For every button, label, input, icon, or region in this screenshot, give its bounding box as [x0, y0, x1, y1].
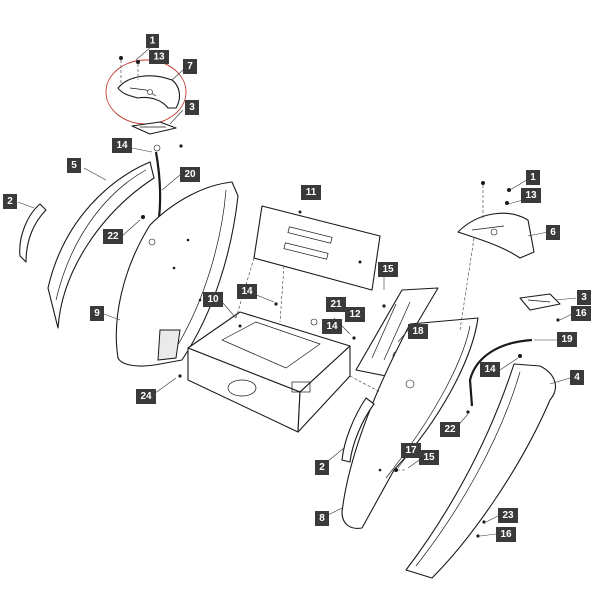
callout-16b-label: 16 — [500, 529, 512, 540]
part-cover-7 — [105, 59, 187, 125]
callout-1b: 1 — [526, 170, 540, 185]
callout-11: 11 — [301, 185, 321, 200]
callout-6: 6 — [546, 225, 560, 240]
callout-20: 20 — [180, 167, 200, 182]
callout-18: 18 — [408, 324, 428, 339]
callout-10: 10 — [203, 292, 223, 307]
callout-15a: 15 — [378, 262, 398, 277]
part-bracket-3b — [519, 293, 561, 311]
callout-15a-label: 15 — [382, 264, 394, 275]
callout-6-label: 6 — [550, 227, 556, 238]
part-cable-19 — [468, 338, 533, 407]
callout-13a-label: 13 — [153, 52, 165, 63]
callout-23-label: 23 — [502, 510, 514, 521]
callout-17-label: 17 — [405, 445, 417, 456]
callout-2a-label: 2 — [7, 196, 13, 207]
callout-13a: 13 — [149, 50, 169, 64]
fasteners-top-left — [119, 56, 183, 152]
callout-3b-label: 3 — [581, 292, 587, 303]
callout-9: 9 — [90, 306, 104, 321]
callout-11-label: 11 — [306, 187, 317, 198]
callout-9-label: 9 — [94, 308, 100, 319]
callout-8-label: 8 — [319, 513, 325, 524]
callout-22b-label: 22 — [444, 424, 456, 435]
callout-20-label: 20 — [184, 169, 196, 180]
callout-14a: 14 — [112, 138, 132, 153]
part-trim-5 — [47, 161, 155, 329]
callout-19-label: 19 — [561, 334, 573, 345]
callout-14a-label: 14 — [116, 140, 128, 151]
callout-4: 4 — [570, 370, 584, 385]
callout-22a-label: 22 — [107, 231, 119, 242]
callout-3a-label: 3 — [189, 102, 195, 113]
fastener-14d — [518, 354, 522, 358]
callout-16b: 16 — [496, 527, 516, 542]
callout-14c: 14 — [322, 319, 342, 334]
callout-12-label: 12 — [349, 309, 361, 320]
callout-13b: 13 — [521, 188, 541, 203]
callout-14d: 14 — [480, 362, 500, 377]
part-trim-4 — [405, 363, 556, 579]
callout-14d-label: 14 — [484, 364, 496, 375]
callout-3a: 3 — [185, 100, 199, 115]
callout-5-label: 5 — [71, 160, 77, 171]
callout-22a: 22 — [103, 229, 123, 244]
callout-1a-label: 1 — [150, 36, 156, 47]
part-fender-8 — [341, 317, 479, 529]
callout-13b-label: 13 — [525, 190, 537, 201]
fastener-22a — [141, 215, 145, 219]
part-cable-20 — [154, 151, 162, 226]
callout-2a: 2 — [3, 194, 17, 209]
part-panel-11 — [253, 205, 381, 291]
callout-24: 24 — [136, 389, 156, 404]
callout-2b: 2 — [315, 460, 329, 475]
callout-7-label: 7 — [187, 61, 193, 72]
part-fender-9 — [115, 181, 239, 367]
callout-8: 8 — [315, 511, 329, 526]
part-bracket-3a — [131, 121, 177, 135]
callout-15b-label: 15 — [423, 452, 435, 463]
callout-19: 19 — [557, 332, 577, 347]
callout-17: 17 — [401, 443, 421, 458]
part-cover-6 — [457, 212, 535, 259]
callout-3b: 3 — [577, 290, 591, 305]
callout-14b: 14 — [237, 284, 257, 299]
callout-12: 12 — [345, 307, 365, 322]
callout-4-label: 4 — [574, 372, 580, 383]
callout-18-label: 18 — [412, 326, 424, 337]
callout-15b: 15 — [419, 450, 439, 465]
callout-23: 23 — [498, 508, 518, 523]
callout-5: 5 — [67, 158, 81, 173]
part-handle-2b — [341, 397, 375, 463]
callout-24-label: 24 — [140, 391, 152, 402]
callout-1a: 1 — [146, 34, 159, 48]
part-handle-2a — [19, 203, 47, 263]
callout-7: 7 — [183, 59, 197, 74]
callout-21: 21 — [326, 297, 346, 312]
callout-2b-label: 2 — [319, 462, 325, 473]
callout-14b-label: 14 — [241, 286, 253, 297]
callout-16a-label: 16 — [575, 308, 587, 319]
callout-16a: 16 — [571, 306, 591, 321]
callout-14c-label: 14 — [326, 321, 338, 332]
callout-1b-label: 1 — [530, 172, 536, 183]
callout-21-label: 21 — [330, 299, 342, 310]
callout-10-label: 10 — [207, 294, 219, 305]
callout-22b: 22 — [440, 422, 460, 437]
